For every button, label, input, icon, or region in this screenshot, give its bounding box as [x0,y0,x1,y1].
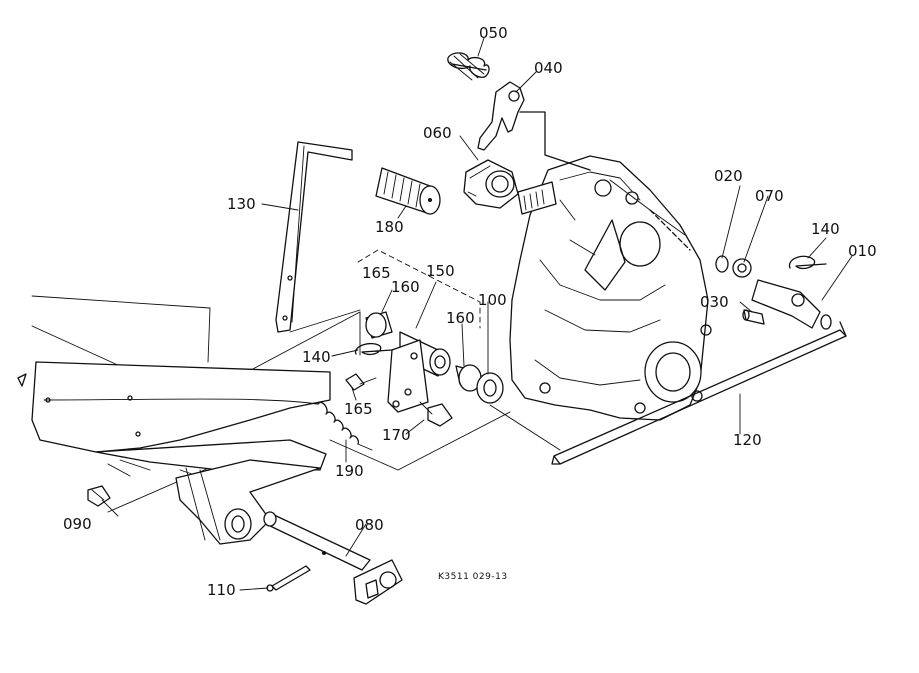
ring-020 [715,255,729,273]
label-165-upper: 165 [362,264,391,282]
bolt-170 [419,401,453,427]
pedal-shaft-080 [263,511,403,605]
label-180: 180 [375,218,404,236]
shifter-060 [463,159,519,209]
label-170: 170 [382,426,411,444]
part-labels: 050 040 060 130 180 020 070 140 010 165 … [63,24,877,599]
drawing-code: K3511 029-13 [438,572,508,582]
collar-070 [732,258,752,278]
label-140-right: 140 [811,220,840,238]
label-150: 150 [426,262,455,280]
grease-nipple-090 [87,485,111,507]
tractor-frame [17,295,331,545]
label-140-left: 140 [302,348,331,366]
pin-030 [742,309,765,325]
cotter-pin-110 [266,565,311,592]
washer-100 [476,372,504,404]
label-080: 080 [355,516,384,534]
pin-165 [345,373,377,391]
label-010: 010 [848,242,877,260]
label-030: 030 [700,293,729,311]
label-020: 020 [714,167,743,185]
label-090: 090 [63,515,92,533]
leader-lines [101,37,853,591]
rod-120 [551,321,847,465]
label-100: 100 [478,291,507,309]
label-130: 130 [227,195,256,213]
label-190: 190 [335,462,364,480]
lever-130 [275,141,353,333]
label-165-lower: 165 [344,400,373,418]
label-160-lower: 160 [446,309,475,327]
label-070: 070 [755,187,784,205]
clip-140-right [788,255,827,270]
spring-050 [447,52,490,81]
shift-fork-040 [477,81,591,171]
label-160-upper: 160 [391,278,420,296]
clip-140-left [354,342,393,356]
gear-case-housing [509,155,712,421]
joint-010 [751,279,832,330]
label-050: 050 [479,24,508,42]
shaft-arm-150 [387,331,451,413]
label-110: 110 [207,581,236,599]
grip-180 [375,167,441,215]
label-040: 040 [534,59,563,77]
label-120: 120 [733,431,762,449]
label-060: 060 [423,124,452,142]
bushing-160-upper [365,311,393,339]
